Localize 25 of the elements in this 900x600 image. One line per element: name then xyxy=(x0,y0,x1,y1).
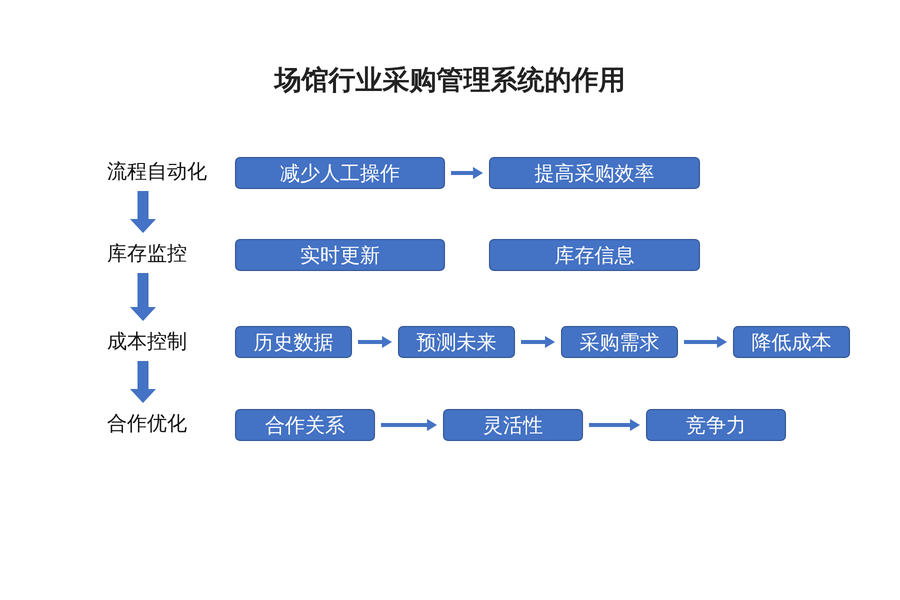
process-box: 实时更新 xyxy=(235,239,445,271)
arrow xyxy=(358,336,392,348)
arrow xyxy=(130,273,156,321)
step-label: 库存监控 xyxy=(107,239,187,267)
process-box: 历史数据 xyxy=(235,326,352,358)
process-box: 预测未来 xyxy=(398,326,515,358)
step-label: 成本控制 xyxy=(107,327,187,355)
process-box: 库存信息 xyxy=(489,239,700,271)
process-box: 提高采购效率 xyxy=(489,157,700,189)
arrow xyxy=(521,336,555,348)
process-box: 合作关系 xyxy=(235,409,375,441)
arrow xyxy=(130,361,156,403)
step-label: 流程自动化 xyxy=(107,157,207,185)
process-box: 降低成本 xyxy=(733,326,850,358)
process-box: 采购需求 xyxy=(561,326,678,358)
process-box: 竞争力 xyxy=(646,409,786,441)
arrow xyxy=(130,191,156,233)
step-label: 合作优化 xyxy=(107,409,187,437)
process-box: 灵活性 xyxy=(443,409,583,441)
arrow xyxy=(451,167,483,179)
arrow xyxy=(589,419,640,431)
title: 场馆行业采购管理系统的作用 xyxy=(272,64,626,98)
arrow xyxy=(381,419,437,431)
arrow xyxy=(684,336,727,348)
process-box: 减少人工操作 xyxy=(235,157,445,189)
